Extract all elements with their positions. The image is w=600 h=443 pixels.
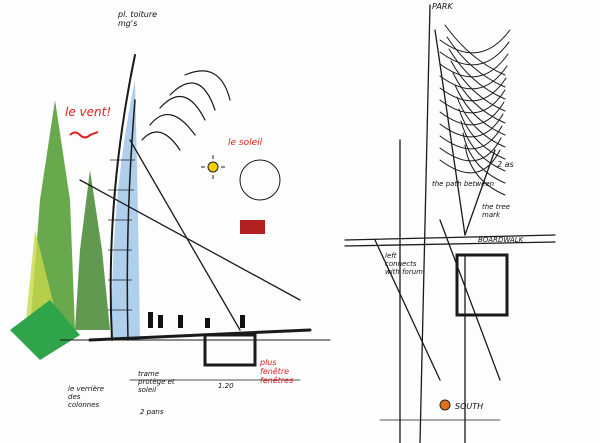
- canopy-stroke: [464, 144, 506, 196]
- canopy-stroke: [444, 24, 506, 76]
- canopy-stroke: [439, 29, 511, 54]
- south-marker-icon: [439, 399, 451, 411]
- canopy-stroke: [446, 36, 506, 88]
- people-silhouettes: [148, 312, 245, 328]
- canopy-stroke: [462, 132, 506, 184]
- canopy-stroke: [439, 125, 503, 150]
- canopy-stroke: [458, 108, 506, 160]
- plan-lines: [344, 4, 556, 443]
- boardwalk-label: BOARDWALK: [478, 236, 524, 244]
- tree-note: the tree mark: [482, 203, 510, 219]
- sun-shade-detail: [240, 220, 265, 234]
- canopy-stroke: [456, 96, 506, 148]
- canopy-stroke: [450, 60, 506, 112]
- tree-canopy-grid: [439, 24, 511, 196]
- note-dimension: 1.20: [218, 382, 234, 390]
- canopy-stroke: [448, 48, 506, 100]
- note-trame: trame protège et soleil: [138, 370, 175, 394]
- note-columns: le verrière des colonnes: [68, 385, 105, 409]
- south-label: SOUTH: [455, 402, 484, 411]
- canopy-stroke: [439, 53, 509, 78]
- canopy-stroke: [439, 89, 506, 114]
- title-note: pl. toiture mg's: [118, 10, 158, 28]
- canopy-stroke: [439, 77, 507, 102]
- sun-label: le soleil: [228, 138, 263, 148]
- note-pans: 2 pans: [140, 408, 164, 416]
- park-label: PARK: [432, 2, 453, 11]
- wind-arrow-icon: [69, 131, 99, 139]
- cypress-trees: [10, 100, 110, 360]
- path-note: the path between: [432, 180, 495, 188]
- forum-note: left connects with forum: [385, 252, 423, 276]
- canopy-stroke: [439, 113, 504, 138]
- canopy-stroke: [439, 101, 505, 126]
- sun-icon: [201, 155, 225, 179]
- wind-arcs: [141, 70, 231, 151]
- canopy-stroke: [460, 120, 506, 172]
- angle-label: 2 as: [497, 160, 514, 169]
- note-windows: plus fenêtre fenêtres: [260, 358, 294, 385]
- canopy-stroke: [439, 65, 508, 90]
- wind-label: le vent!: [65, 105, 112, 119]
- section-lines: [59, 139, 331, 381]
- canopy-stroke: [439, 41, 510, 66]
